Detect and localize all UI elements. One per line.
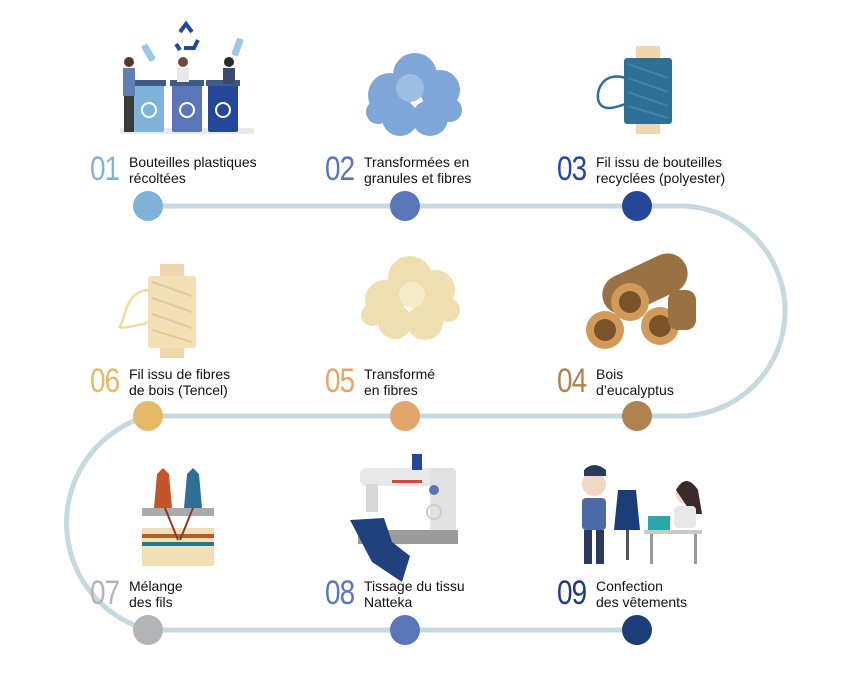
step-05: 05 Transformé en fibres [325, 364, 435, 398]
step-label: Mélange des fils [129, 578, 183, 610]
step-03: 03 Fil issu de bouteilles recyclées (pol… [557, 152, 725, 186]
step-01: 01 Bouteilles plastiques récoltées [90, 152, 257, 186]
beige-spool-icon [118, 264, 196, 358]
step-02: 02 Transformées en granules et fibres [325, 152, 471, 186]
step-04: 04 Bois d’eucalyptus [557, 364, 674, 398]
step-number: 03 [557, 150, 587, 188]
step-marker-07 [133, 615, 163, 645]
blue-spool-icon [596, 46, 672, 134]
step-marker-03 [622, 191, 652, 221]
step-marker-08 [390, 615, 420, 645]
sewing-machine-icon [350, 454, 458, 582]
step-markers [133, 191, 652, 645]
step-label: Transformées en granules et fibres [364, 154, 472, 186]
step-marker-09 [622, 615, 652, 645]
process-path [64, 203, 788, 633]
step-label: Confection des vêtements [596, 578, 688, 610]
step-number: 01 [90, 150, 120, 188]
step-marker-02 [390, 191, 420, 221]
step-label: Transformé en fibres [364, 366, 436, 398]
step-number: 07 [90, 574, 120, 612]
step-07: 07 Mélange des fils [90, 576, 183, 610]
step-09: 09 Confection des vêtements [557, 576, 687, 610]
step-marker-06 [133, 401, 163, 431]
step-number: 02 [325, 150, 355, 188]
step-06: 06 Fil issu de fibres de bois (Tencel) [90, 364, 230, 398]
step-08: 08 Tissage du tissu Natteka [325, 576, 465, 610]
step-number: 09 [557, 574, 587, 612]
yarn-blending-icon [142, 468, 214, 566]
fiber-cloud-icon [366, 53, 462, 136]
step-marker-01 [133, 191, 163, 221]
step-number: 05 [325, 362, 355, 400]
step-number: 08 [325, 574, 355, 612]
step-label: Tissage du tissu Natteka [364, 578, 465, 610]
recycling-bins-icon [120, 20, 254, 134]
wood-fiber-cloud-icon [361, 256, 460, 340]
step-label: Bois d’eucalyptus [596, 366, 674, 398]
step-label: Bouteilles plastiques récoltées [129, 154, 257, 186]
tailors-icon [582, 465, 702, 564]
step-marker-04 [622, 401, 652, 431]
step-marker-05 [390, 401, 420, 431]
step-number: 04 [557, 362, 587, 400]
step-label: Fil issu de fibres de bois (Tencel) [129, 366, 231, 398]
wood-logs-icon [586, 253, 696, 349]
step-number: 06 [90, 362, 120, 400]
step-label: Fil issu de bouteilles recyclées (polyes… [596, 154, 726, 186]
